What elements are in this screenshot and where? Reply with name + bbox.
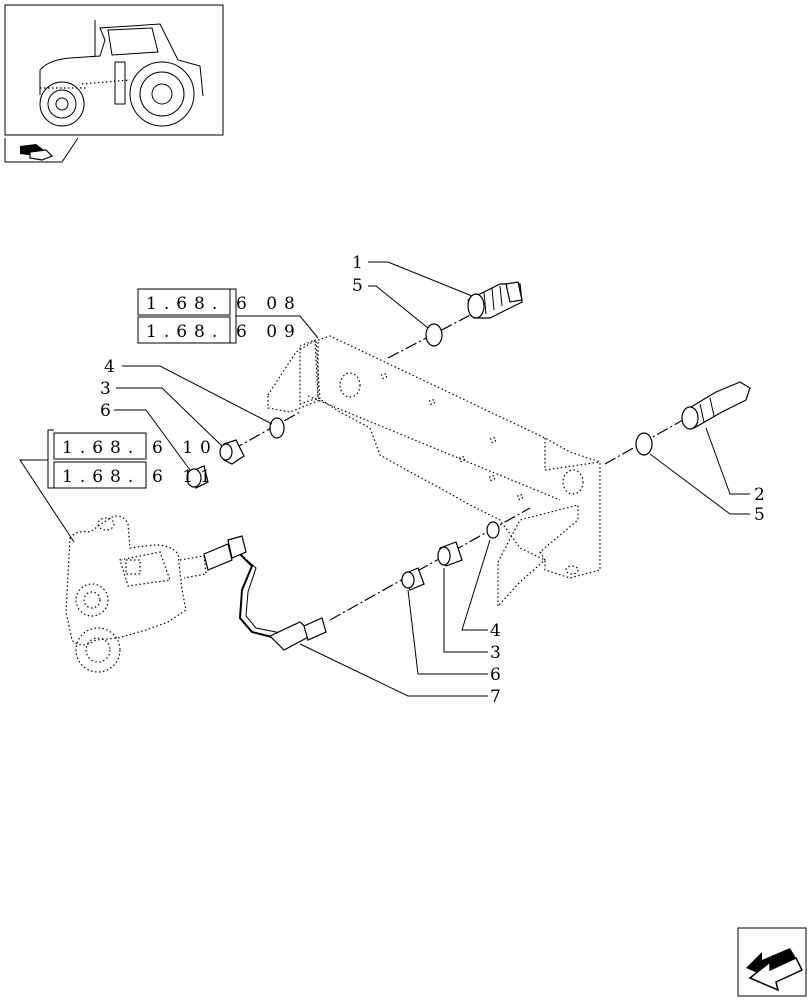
callout-3-bottom[interactable]: 3 (490, 643, 501, 663)
mounting-frame (267, 335, 601, 608)
callout-leaders (114, 261, 750, 697)
svg-text:6 08: 6 08 (236, 294, 302, 314)
adapter-left[interactable] (219, 439, 245, 465)
cap-bottom[interactable] (401, 567, 425, 591)
callout-7-bottom[interactable]: 7 (490, 687, 501, 707)
pipe-assembly[interactable] (203, 535, 327, 651)
reference-leader-left (19, 459, 75, 543)
reference-609[interactable]: 1.68. 6 09 (137, 316, 302, 344)
axis-bottom (329, 507, 531, 621)
axis-left (231, 411, 301, 451)
o-ring-bottom[interactable] (486, 521, 500, 539)
svg-text:1.68.: 1.68. (62, 438, 140, 458)
thumbnail-panel[interactable] (4, 4, 224, 136)
reference-608[interactable]: 1.68. 6 08 (137, 288, 302, 316)
callout-4-bottom[interactable]: 4 (490, 621, 501, 641)
svg-text:1.68.: 1.68. (146, 322, 224, 342)
quick-coupling-right[interactable] (681, 381, 751, 430)
callout-5-top[interactable]: 5 (352, 276, 363, 296)
next-page-arrow-icon (746, 948, 804, 992)
valve-assembly (65, 515, 207, 673)
section-arrow-icon (20, 144, 54, 161)
callout-1[interactable]: 1 (352, 253, 363, 273)
next-page-button[interactable] (737, 927, 807, 997)
o-ring-top[interactable] (425, 323, 443, 347)
callout-2-right[interactable]: 2 (754, 485, 765, 505)
adapter-bottom[interactable] (437, 541, 463, 567)
svg-text:6 09: 6 09 (236, 322, 302, 342)
svg-text:1.68.: 1.68. (62, 467, 140, 487)
tractor-icon (39, 20, 204, 127)
section-tab[interactable] (4, 137, 79, 163)
o-ring-right[interactable] (635, 432, 653, 456)
callout-6-bottom[interactable]: 6 (490, 665, 501, 685)
cap-left[interactable] (186, 465, 209, 489)
o-ring-left[interactable] (269, 417, 285, 439)
quick-coupling-top[interactable] (467, 281, 523, 319)
callout-6-left[interactable]: 6 (100, 401, 111, 421)
reference-611[interactable]: 1.68. 6 11 (53, 461, 218, 489)
callout-4-left[interactable]: 4 (104, 357, 115, 377)
svg-text:6 10: 6 10 (152, 438, 218, 458)
reference-610[interactable]: 1.68. 6 10 (53, 432, 218, 460)
svg-text:1.68.: 1.68. (146, 294, 224, 314)
callout-3-left[interactable]: 3 (100, 379, 111, 399)
svg-text:6 11: 6 11 (152, 467, 218, 487)
reference-leader-top (236, 315, 319, 339)
callout-5-right[interactable]: 5 (754, 505, 765, 525)
reference-bracket-left (47, 429, 54, 489)
